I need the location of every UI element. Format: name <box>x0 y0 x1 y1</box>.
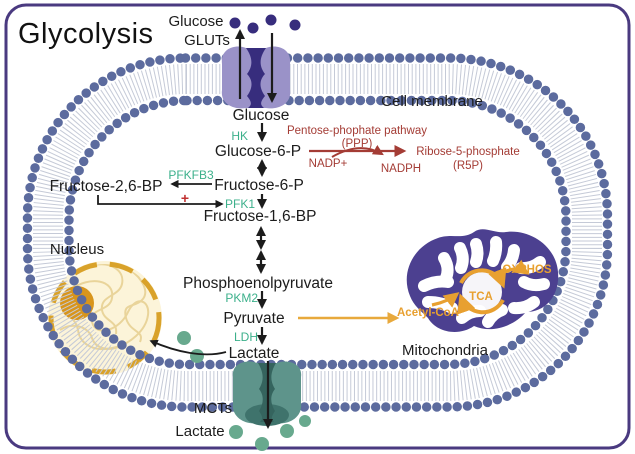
figure-border <box>4 3 631 450</box>
nadp-label: NADP+ <box>309 158 348 170</box>
r5p-abbr-label: (R5P) <box>453 160 483 172</box>
mitochondria <box>406 229 559 332</box>
lactate-molecule-dots <box>177 331 311 451</box>
cell-membrane <box>22 53 613 412</box>
fructose-2-6-bp-label: Fructose-2,6-BP <box>50 178 163 195</box>
tca-to-oxphos-arrow <box>497 259 530 278</box>
mitochondria-label: Mitochondria <box>402 342 489 359</box>
pfkfb3-enzyme-label: PFKFB3 <box>168 168 214 182</box>
tca-label: TCA <box>469 291 493 303</box>
ppp-arrows <box>309 144 407 158</box>
lipid-tails <box>33 64 602 401</box>
glucose-molecule-dots <box>229 14 301 34</box>
oxphos-label: OXPHOS <box>502 264 552 276</box>
activation-plus-sign: + <box>181 190 189 206</box>
tca-cycle-arrows <box>431 259 530 315</box>
extracellular-lactate-label: Lactate <box>175 423 224 440</box>
acetyl-coa-label: Acetyl-CoA <box>397 307 459 319</box>
ldh-enzyme-label: LDH <box>234 330 258 344</box>
nadp-to-nadph-arrow <box>331 144 384 158</box>
glut-channel <box>246 48 266 108</box>
glucose-label: Glucose <box>233 107 290 124</box>
glut-label: GLUTs <box>184 32 230 49</box>
pep-label: Phosphoenolpyruvate <box>183 275 333 292</box>
nucleus-label: Nucleus <box>50 241 104 258</box>
nadph-label: NADPH <box>381 163 421 175</box>
lactate-label: Lactate <box>229 345 280 362</box>
mct-label: MCTs <box>194 400 232 417</box>
pfk1-enzyme-label: PFK1 <box>225 197 255 211</box>
cell-membrane-label: Cell membrane <box>381 93 483 110</box>
extracellular-glucose-label: Glucose <box>168 13 223 30</box>
lactate-to-nucleus-arrow <box>149 339 227 356</box>
fructose-6-p-label: Fructose-6-P <box>214 177 304 194</box>
pathway-arrows <box>97 28 278 430</box>
inner-lipid-heads <box>64 95 571 370</box>
outer-lipid-heads <box>22 53 613 412</box>
pyruvate-label: Pyruvate <box>223 310 284 327</box>
f26bp-activation-arrow <box>97 195 224 209</box>
hk-enzyme-label: HK <box>231 129 248 143</box>
ppp-name-label: Pentose-phophate pathway <box>287 125 427 137</box>
fructose-1-6-bp-label: Fructose-1,6-BP <box>204 208 317 225</box>
glut-transporter <box>221 46 291 109</box>
ribose-5-phosphate-label: Ribose-5-phosphate <box>416 146 520 158</box>
figure-title: Glycolysis <box>18 18 154 50</box>
pkm2-enzyme-label: PKM2 <box>225 291 258 305</box>
acetylcoa-to-tca-arrow <box>431 292 460 308</box>
ppp-abbr-label: (PPP) <box>342 138 373 150</box>
glucose-6-p-label: Glucose-6-P <box>215 143 301 160</box>
